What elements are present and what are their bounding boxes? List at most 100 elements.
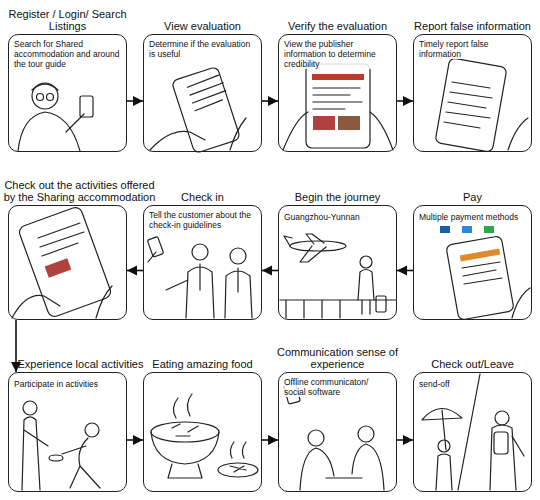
screen-lines bbox=[462, 262, 502, 284]
panel-caption: Guangzhou-Yunnan bbox=[284, 212, 360, 222]
phone-sketch bbox=[306, 64, 370, 148]
storyboard-panel: Verify the evaluationView the publisher … bbox=[278, 34, 397, 152]
phone-sketch bbox=[435, 58, 507, 153]
conversation-sketch bbox=[284, 383, 384, 490]
flow-arrow bbox=[262, 270, 278, 272]
storyboard-panel: Register / Login/ Search ListingsSearch … bbox=[8, 34, 127, 152]
activity-sketch bbox=[22, 401, 100, 490]
panel-caption: Multiple payment methods bbox=[419, 212, 518, 222]
panel-caption: Participate in activities bbox=[14, 379, 98, 389]
phone-hand-sketch bbox=[435, 58, 528, 153]
panel-caption: View the publisher information to determ… bbox=[284, 39, 391, 69]
panel-heading: Register / Login/ Search Listings bbox=[1, 8, 134, 32]
screen-lines bbox=[38, 223, 84, 256]
plate-sketch bbox=[218, 463, 258, 477]
phone-sketch bbox=[171, 66, 240, 153]
storyboard-panel: Check out/Leavesend-off bbox=[413, 372, 532, 492]
panel-caption: Determine if the evaluation is useful bbox=[149, 39, 256, 59]
flow-arrow bbox=[15, 320, 17, 372]
panel-caption: send-off bbox=[419, 379, 450, 389]
umbrella-sketch bbox=[422, 408, 462, 450]
guest-sketch bbox=[225, 268, 252, 318]
send-off-sketch bbox=[422, 374, 524, 490]
hand-sketch bbox=[283, 112, 393, 150]
storyboard-panel: PayMultiple payment methods bbox=[413, 205, 532, 320]
sketches bbox=[12, 58, 530, 490]
body-sketch bbox=[18, 112, 80, 151]
head-sketch bbox=[23, 401, 37, 415]
head-sketch bbox=[360, 256, 372, 268]
panel-caption: Search for Shared accommodation and arou… bbox=[14, 39, 121, 69]
storyboard-panel: Check out the activities offered by the … bbox=[8, 205, 127, 320]
phone-sketch bbox=[80, 96, 93, 117]
traveller-sketch bbox=[490, 425, 524, 490]
plane-sketch bbox=[290, 241, 346, 251]
hand-sketch bbox=[148, 252, 156, 262]
hand-sketch bbox=[12, 286, 112, 318]
phone-sketch bbox=[446, 236, 514, 321]
storyboard-panel: Communication sense of experienceOffline… bbox=[278, 372, 397, 492]
wing-sketch bbox=[284, 234, 326, 262]
hair-sketch bbox=[32, 84, 58, 90]
panel-caption: Offline communicaton/ social software bbox=[284, 377, 391, 397]
panel-heading: View evaluation bbox=[136, 20, 269, 32]
stand-sketch bbox=[168, 464, 202, 478]
storyboard-panel: Check inTell the customer about the chec… bbox=[143, 205, 262, 320]
panel-heading: Pay bbox=[406, 191, 539, 203]
host-sketch bbox=[436, 454, 452, 490]
panel-heading: Eating amazing food bbox=[136, 358, 269, 370]
journey-sketch bbox=[280, 234, 396, 318]
suitcase-sketch bbox=[376, 296, 386, 312]
flow-arrow bbox=[262, 439, 278, 441]
payment-icon bbox=[484, 226, 494, 233]
panel-heading: Communication sense of experience bbox=[271, 346, 404, 370]
flow-arrow bbox=[262, 100, 278, 102]
flow-arrow bbox=[127, 439, 143, 441]
glasses-sketch bbox=[37, 94, 44, 101]
screen-lines bbox=[187, 75, 227, 112]
storyboard-panel: Report false informationTimely report fa… bbox=[413, 34, 532, 152]
panel-heading: Check out the activities offered by the … bbox=[3, 179, 156, 203]
panel-heading: Experience local activities bbox=[1, 358, 144, 370]
local-sketch bbox=[22, 417, 48, 490]
basket-sketch bbox=[49, 455, 63, 461]
food-sketch bbox=[172, 424, 198, 436]
panel-heading: Begin the journey bbox=[271, 191, 404, 203]
head-sketch bbox=[308, 430, 324, 446]
flow-arrow bbox=[397, 270, 413, 272]
head-sketch bbox=[192, 244, 208, 260]
head-sketch bbox=[438, 440, 450, 452]
screen-photo bbox=[45, 258, 72, 277]
screen-photo bbox=[313, 116, 335, 130]
panel-caption: Tell the customer about the check-in gui… bbox=[149, 210, 256, 230]
pot-sketch bbox=[151, 422, 219, 442]
screen-lines bbox=[313, 88, 362, 109]
divider-sketch bbox=[458, 374, 480, 490]
steam-sketch bbox=[173, 394, 246, 458]
phone-sketch bbox=[147, 236, 163, 257]
panel-heading: Check in bbox=[136, 191, 269, 203]
panel-heading: Report false information bbox=[406, 20, 539, 32]
hand-sketch bbox=[512, 288, 530, 318]
guest-sketch bbox=[62, 438, 100, 488]
panel-caption: Timely report false information bbox=[419, 39, 526, 59]
screen-photo bbox=[338, 116, 360, 130]
payment-sketch bbox=[440, 226, 530, 320]
phone-hand-sketch bbox=[12, 206, 112, 319]
head-sketch bbox=[230, 248, 246, 264]
user-sketch bbox=[18, 83, 93, 151]
pot-sketch bbox=[151, 432, 219, 464]
host-sketch bbox=[166, 264, 214, 318]
ground-sketch bbox=[280, 300, 396, 318]
storyboard-panel: Eating amazing food bbox=[143, 372, 262, 492]
phone-hand-sketch bbox=[150, 66, 246, 153]
payment-icon bbox=[440, 226, 450, 233]
storyboard-panel: Begin the journeyGuangzhou-Yunnan bbox=[278, 205, 397, 320]
phone-sketch bbox=[18, 206, 113, 319]
storyboard-panel: Experience local activitiesParticipate i… bbox=[8, 372, 127, 492]
panel-heading: Verify the evaluation bbox=[271, 20, 404, 32]
panel-heading: Check out/Leave bbox=[406, 358, 539, 370]
head-sketch bbox=[358, 426, 374, 442]
